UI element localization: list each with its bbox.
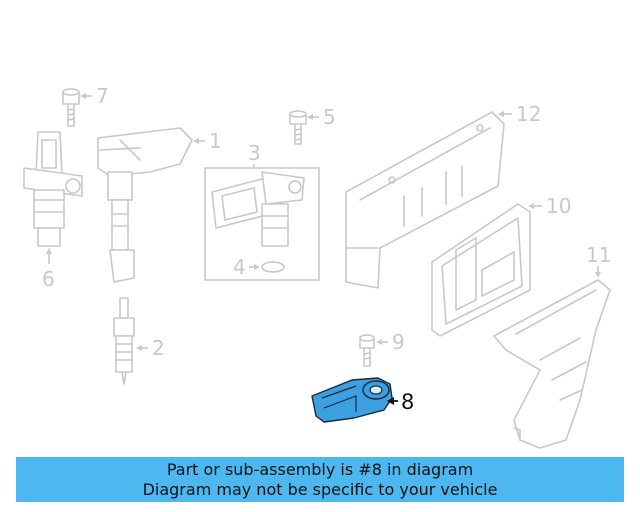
banner-background	[16, 457, 624, 502]
part-9-bolt	[359, 334, 375, 367]
callout-2: 2	[152, 336, 165, 360]
callout-8: 8	[401, 390, 414, 414]
part-3-box	[204, 167, 320, 281]
part-12-bracket	[345, 111, 505, 289]
banner-line-2: Diagram may not be specific to your vehi…	[142, 479, 498, 499]
callout-1: 1	[209, 129, 222, 153]
callout-3: 3	[248, 141, 261, 165]
callout-5: 5	[323, 105, 336, 129]
part-10-control-module	[431, 203, 531, 337]
callout-7: 7	[96, 84, 109, 108]
part-8-knock-sensor	[311, 377, 393, 423]
part-4-o-ring	[261, 261, 285, 273]
part-3-sensor	[211, 171, 305, 247]
part-7-bolt	[62, 88, 80, 127]
part-11-mount	[493, 279, 611, 449]
callout-9: 9	[392, 330, 405, 354]
callout-12: 12	[516, 102, 541, 126]
part-1-ignition-coil	[97, 127, 193, 283]
callout-11: 11	[586, 243, 611, 267]
part-5-bolt	[289, 110, 307, 145]
callout-4: 4	[233, 255, 246, 279]
part-6-sensor	[23, 131, 83, 247]
callout-10: 10	[546, 194, 571, 218]
banner-line-1: Part or sub-assembly is #8 in diagram	[166, 459, 474, 479]
info-banner: Part or sub-assembly is #8 in diagram Di…	[16, 457, 624, 502]
callout-6: 6	[42, 267, 55, 291]
part-2-spark-plug	[113, 297, 135, 385]
